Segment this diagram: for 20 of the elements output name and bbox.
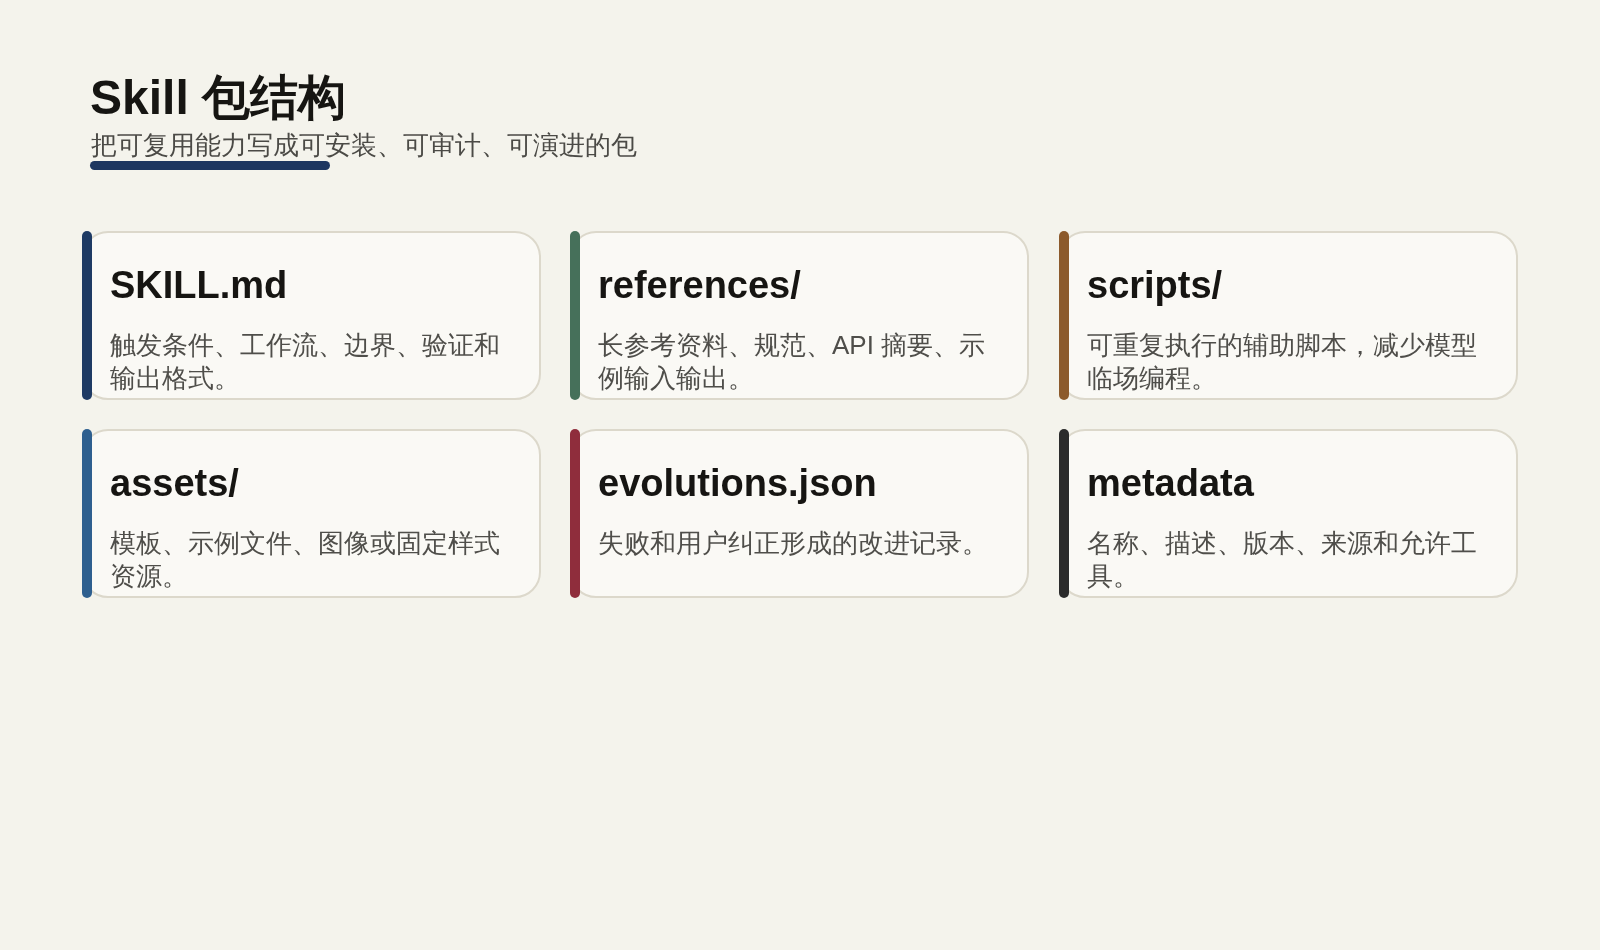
card-title: metadata: [1087, 461, 1254, 506]
card-description: 失败和用户纠正形成的改进记录。: [598, 527, 989, 560]
folder-card: [82, 429, 541, 598]
folder-card: [570, 429, 1029, 598]
folder-card: [570, 231, 1029, 400]
card-title: assets/: [110, 461, 239, 506]
card-description: 可重复执行的辅助脚本，减少模型临场编程。: [1087, 329, 1478, 395]
card-title: evolutions.json: [598, 461, 877, 506]
card-description: 触发条件、工作流、边界、验证和输出格式。: [110, 329, 501, 395]
card-description: 模板、示例文件、图像或固定样式资源。: [110, 527, 501, 593]
card-description: 名称、描述、版本、来源和允许工具。: [1087, 527, 1478, 593]
card-title: references/: [598, 263, 801, 308]
folder-card: [82, 231, 541, 400]
card-description: 长参考资料、规范、API 摘要、示例输入输出。: [598, 329, 987, 395]
page-subtitle: 把可复用能力写成可安装、可审计、可演进的包: [91, 129, 637, 162]
folder-card: [1059, 231, 1518, 400]
card-title: scripts/: [1087, 263, 1223, 308]
page-title: Skill 包结构: [90, 70, 347, 126]
folder-card: [1059, 429, 1518, 598]
card-title: SKILL.md: [110, 263, 288, 308]
